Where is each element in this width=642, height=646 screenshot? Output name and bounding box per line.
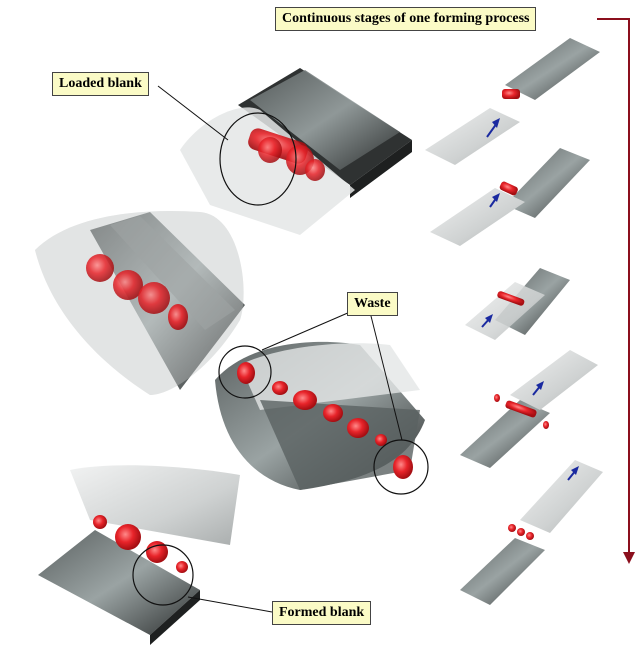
loaded-blank-callout-circle [219,112,297,206]
waste-label: Waste [347,292,398,316]
zoomed-roller-detail [35,210,245,395]
waste-piece-right [393,455,413,479]
stage-1 [425,38,600,165]
waste-assembly [215,311,429,495]
stage-3 [465,268,570,340]
formed-blank-assembly [38,465,273,645]
formed-blank-label: Formed blank [272,601,372,625]
stage-4 [460,350,598,468]
stage-2 [430,148,590,246]
waste-piece-left [237,362,255,384]
stage-5 [460,460,603,605]
loaded-blank-label: Loaded blank [52,72,149,96]
process-flow-arrow [597,18,635,564]
loaded-blank-assembly [157,68,412,235]
process-title-label: Continuous stages of one forming process [275,7,537,31]
